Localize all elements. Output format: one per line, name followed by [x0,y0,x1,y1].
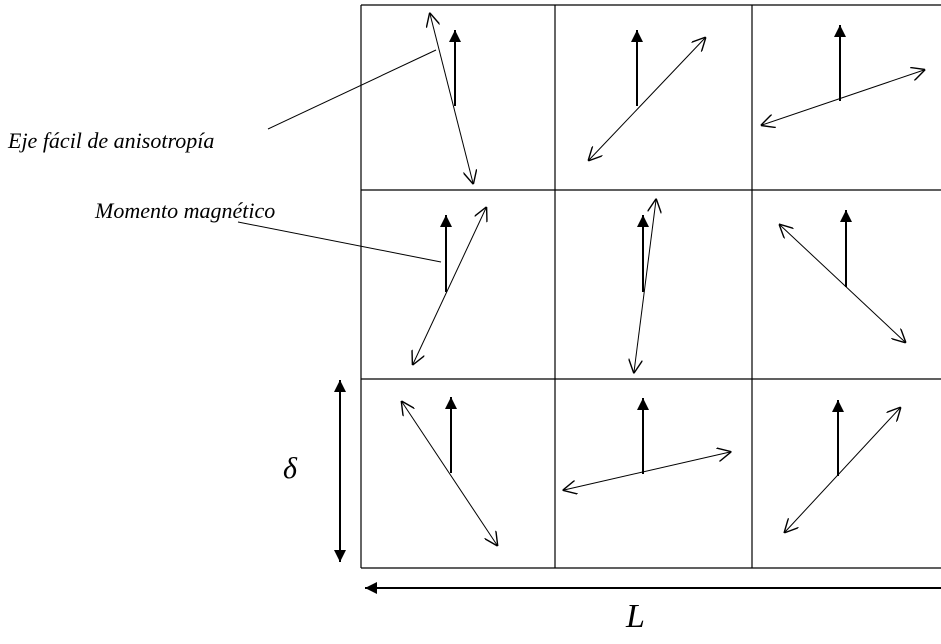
length-label: L [626,598,645,635]
grid-lines [360,4,941,569]
cell-r2-c0 [402,397,497,545]
cell-r0-c2 [762,25,924,125]
easy-axis-arrow [780,225,905,342]
easy-axis-arrow [402,402,497,545]
cell-r0-c0 [430,14,473,183]
easy-axis-label: Eje fácil de anisotropía [8,128,215,153]
easy-axis-arrow [785,408,900,532]
easy-axis-arrow [430,14,473,183]
easy-axis-leader-line [267,49,437,130]
easy-axis-arrow [413,208,486,364]
magnetic-moment-label: Momento magnético [95,198,276,223]
easy-axis-arrow [564,452,730,490]
cell-r1-c2 [780,210,905,342]
easy-axis-arrow [634,200,656,372]
cell-r2-c2 [785,400,900,532]
cell-r2-c1 [564,398,730,490]
easy-axis-arrow [589,38,705,160]
easy-axis-arrow [762,70,924,125]
magnetic-moment-leader-line [237,221,442,263]
cell-r0-c1 [589,30,705,160]
delta-label: δ [283,452,297,485]
cell-r1-c0 [413,208,486,364]
cell-r1-c1 [634,200,656,372]
